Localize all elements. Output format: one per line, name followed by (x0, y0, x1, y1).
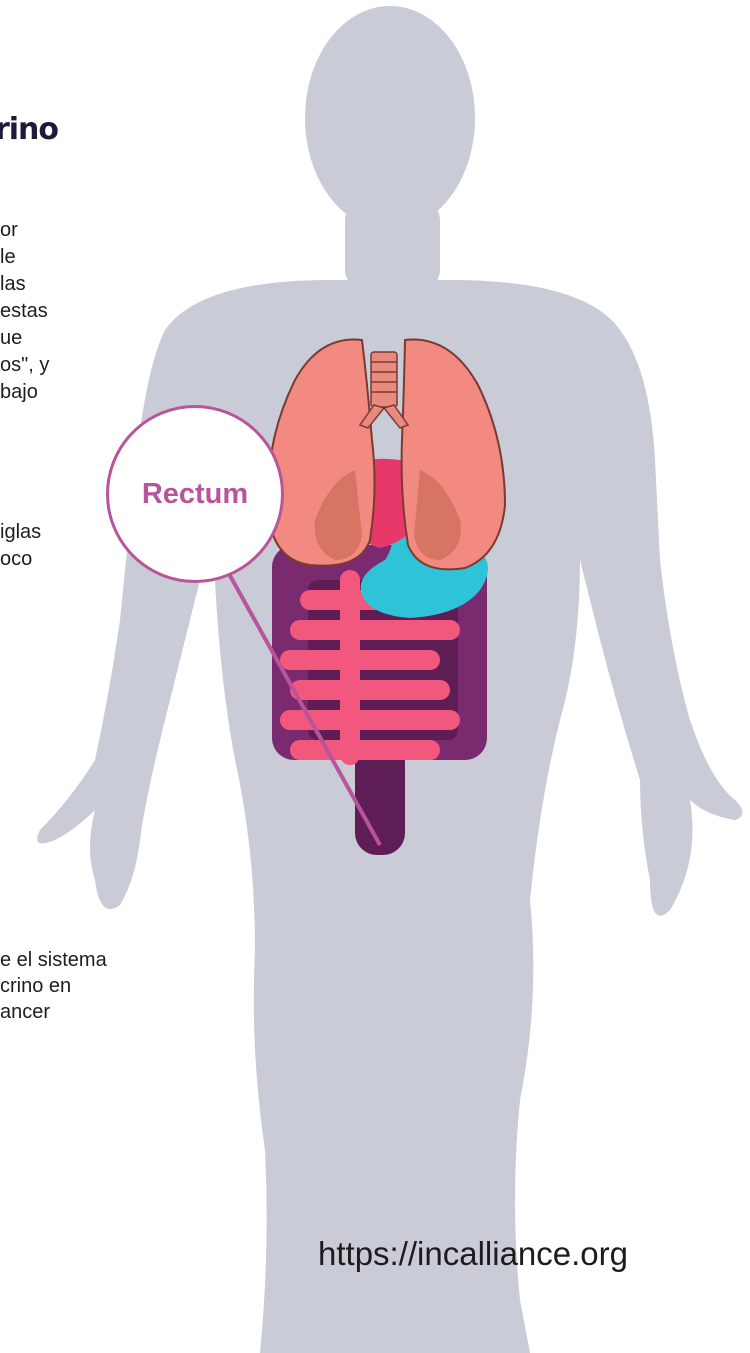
organ-label-bubble: Rectum (106, 405, 284, 583)
text-line: las (0, 272, 26, 296)
text-line: or (0, 218, 18, 242)
text-line: oco (0, 547, 32, 571)
text-line: iglas (0, 520, 41, 544)
organ-label: Rectum (142, 478, 248, 511)
text-line: le (0, 245, 16, 269)
text-line: ue (0, 326, 22, 350)
text-line: crino en (0, 974, 71, 998)
text-line: e el sistema (0, 948, 107, 972)
text-line: estas (0, 299, 48, 323)
source-url: https://incalliance.org (318, 1235, 628, 1273)
section-heading: rino: (0, 112, 58, 147)
text-line: bajo (0, 380, 38, 404)
text-line: os", y (0, 353, 49, 377)
text-line: ancer (0, 1000, 50, 1024)
